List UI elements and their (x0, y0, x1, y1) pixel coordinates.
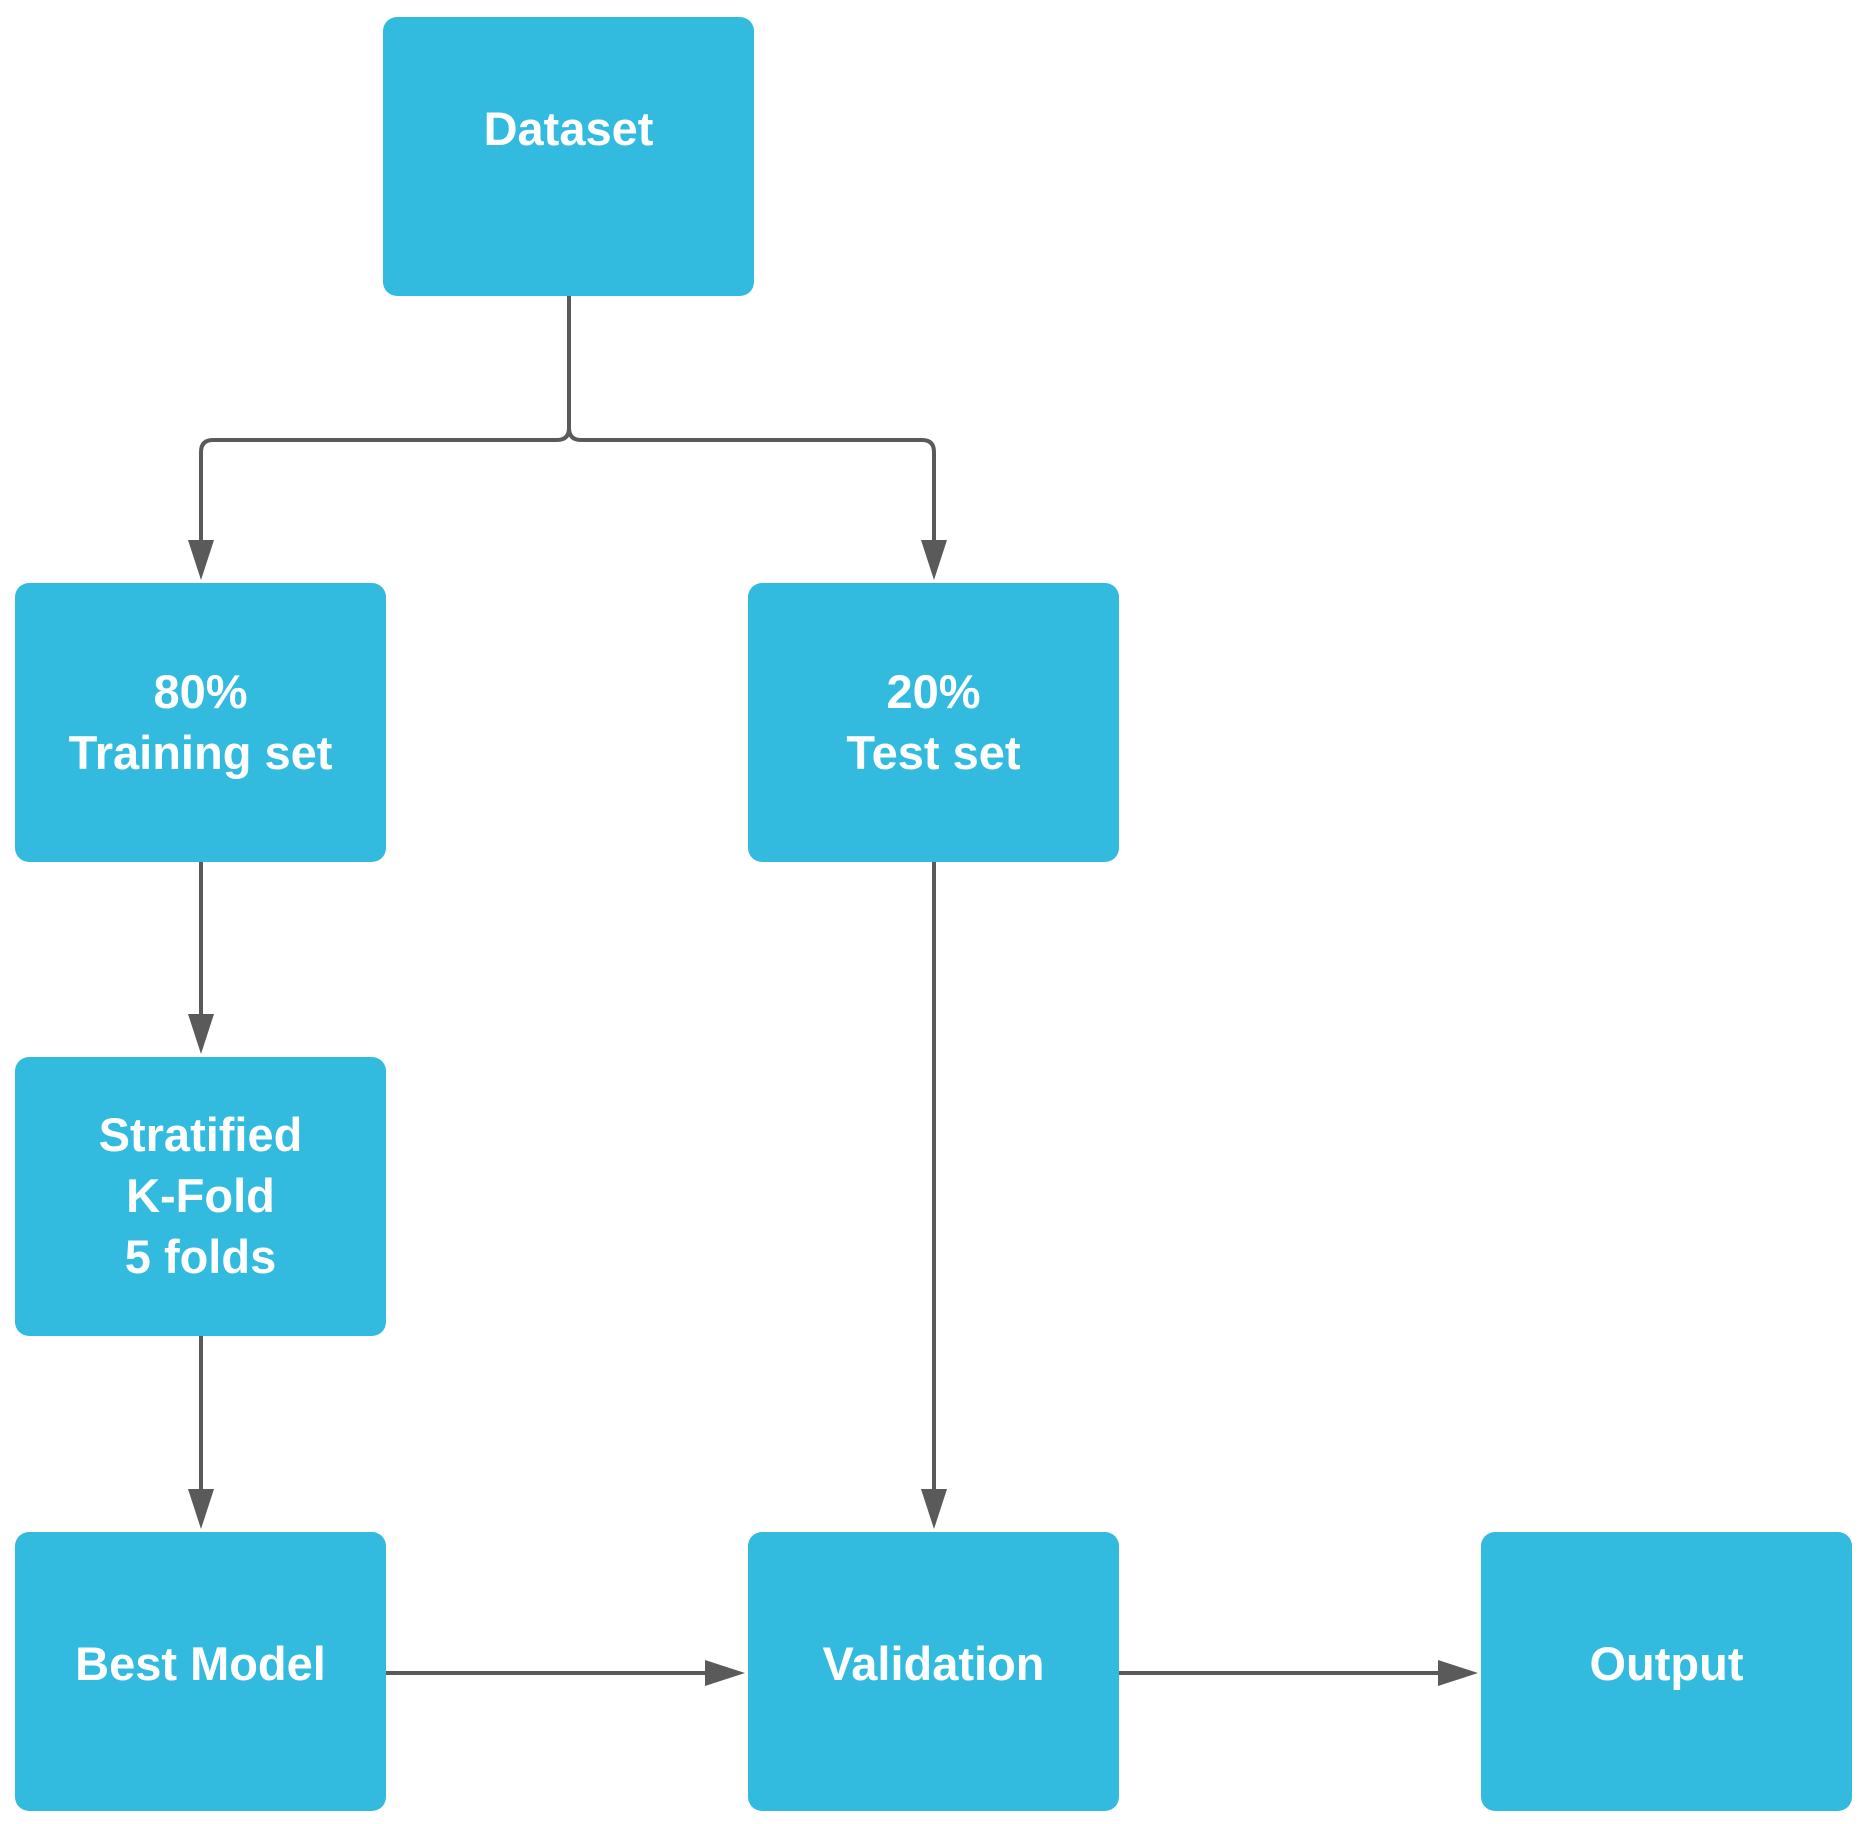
arrowhead-to-training (188, 540, 214, 580)
arrowhead-to-output (1438, 1660, 1478, 1686)
arrowhead-to-validation-from-best (705, 1660, 745, 1686)
output-box: Output (1481, 1532, 1852, 1811)
test-set-label: 20% Test set (846, 664, 1021, 779)
training-set-box: 80% Training set (15, 583, 386, 862)
validation-label: Validation (822, 1637, 1045, 1690)
best-model-box: Best Model (15, 1532, 386, 1811)
validation-box: Validation (748, 1532, 1119, 1811)
test-set-box: 20% Test set (748, 583, 1119, 862)
connector-dataset-to-test (567, 427, 936, 548)
arrowhead-to-best (188, 1489, 214, 1529)
dataset-label: Dataset (483, 102, 654, 155)
best-model-label: Best Model (75, 1637, 326, 1690)
output-label: Output (1589, 1637, 1744, 1690)
training-set-label: 80% Training set (68, 664, 333, 779)
arrowhead-to-kfold (188, 1014, 214, 1054)
dataset-box: Dataset (383, 17, 754, 296)
connector-dataset-split (199, 296, 571, 548)
stratified-kfold-box: Stratified K-Fold 5 folds (15, 1057, 386, 1336)
arrowhead-to-validation-from-test (921, 1489, 947, 1529)
stratified-kfold-label: Stratified K-Fold 5 folds (98, 1108, 303, 1283)
arrowhead-to-test (921, 540, 947, 580)
